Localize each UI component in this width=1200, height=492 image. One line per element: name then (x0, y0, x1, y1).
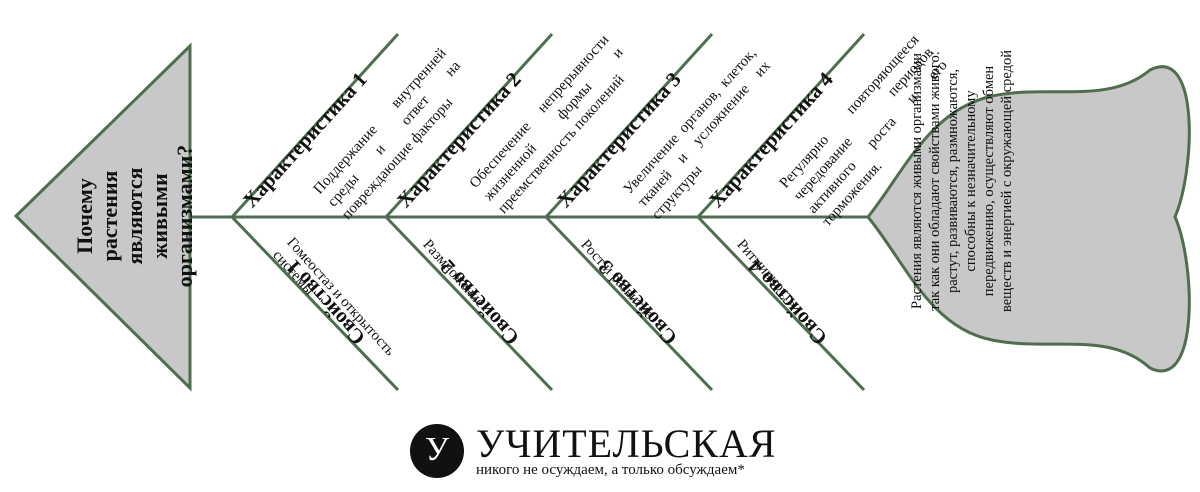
tail-conclusion: Растения являются живыми организмами так… (909, 49, 1015, 313)
lower-bone-1 (230, 215, 400, 392)
logo-name: УЧИТЕЛЬСКАЯ (476, 421, 777, 466)
tail-heart (866, 65, 1191, 373)
logo-slogan: никого не осуждаем, а только обсуждаем* (476, 462, 745, 478)
upper-bone-4 (696, 32, 866, 219)
lower-bone-3 (544, 215, 714, 392)
lower-bone-2 (384, 215, 554, 392)
upper-bone-1 (230, 32, 400, 219)
head-question: Почему растения являются живыми организм… (72, 144, 197, 288)
lower-bone-4 (696, 215, 866, 392)
logo-letter-icon: У (410, 424, 464, 478)
upper-bone-2 (384, 32, 554, 219)
upper-bone-3 (544, 32, 714, 219)
